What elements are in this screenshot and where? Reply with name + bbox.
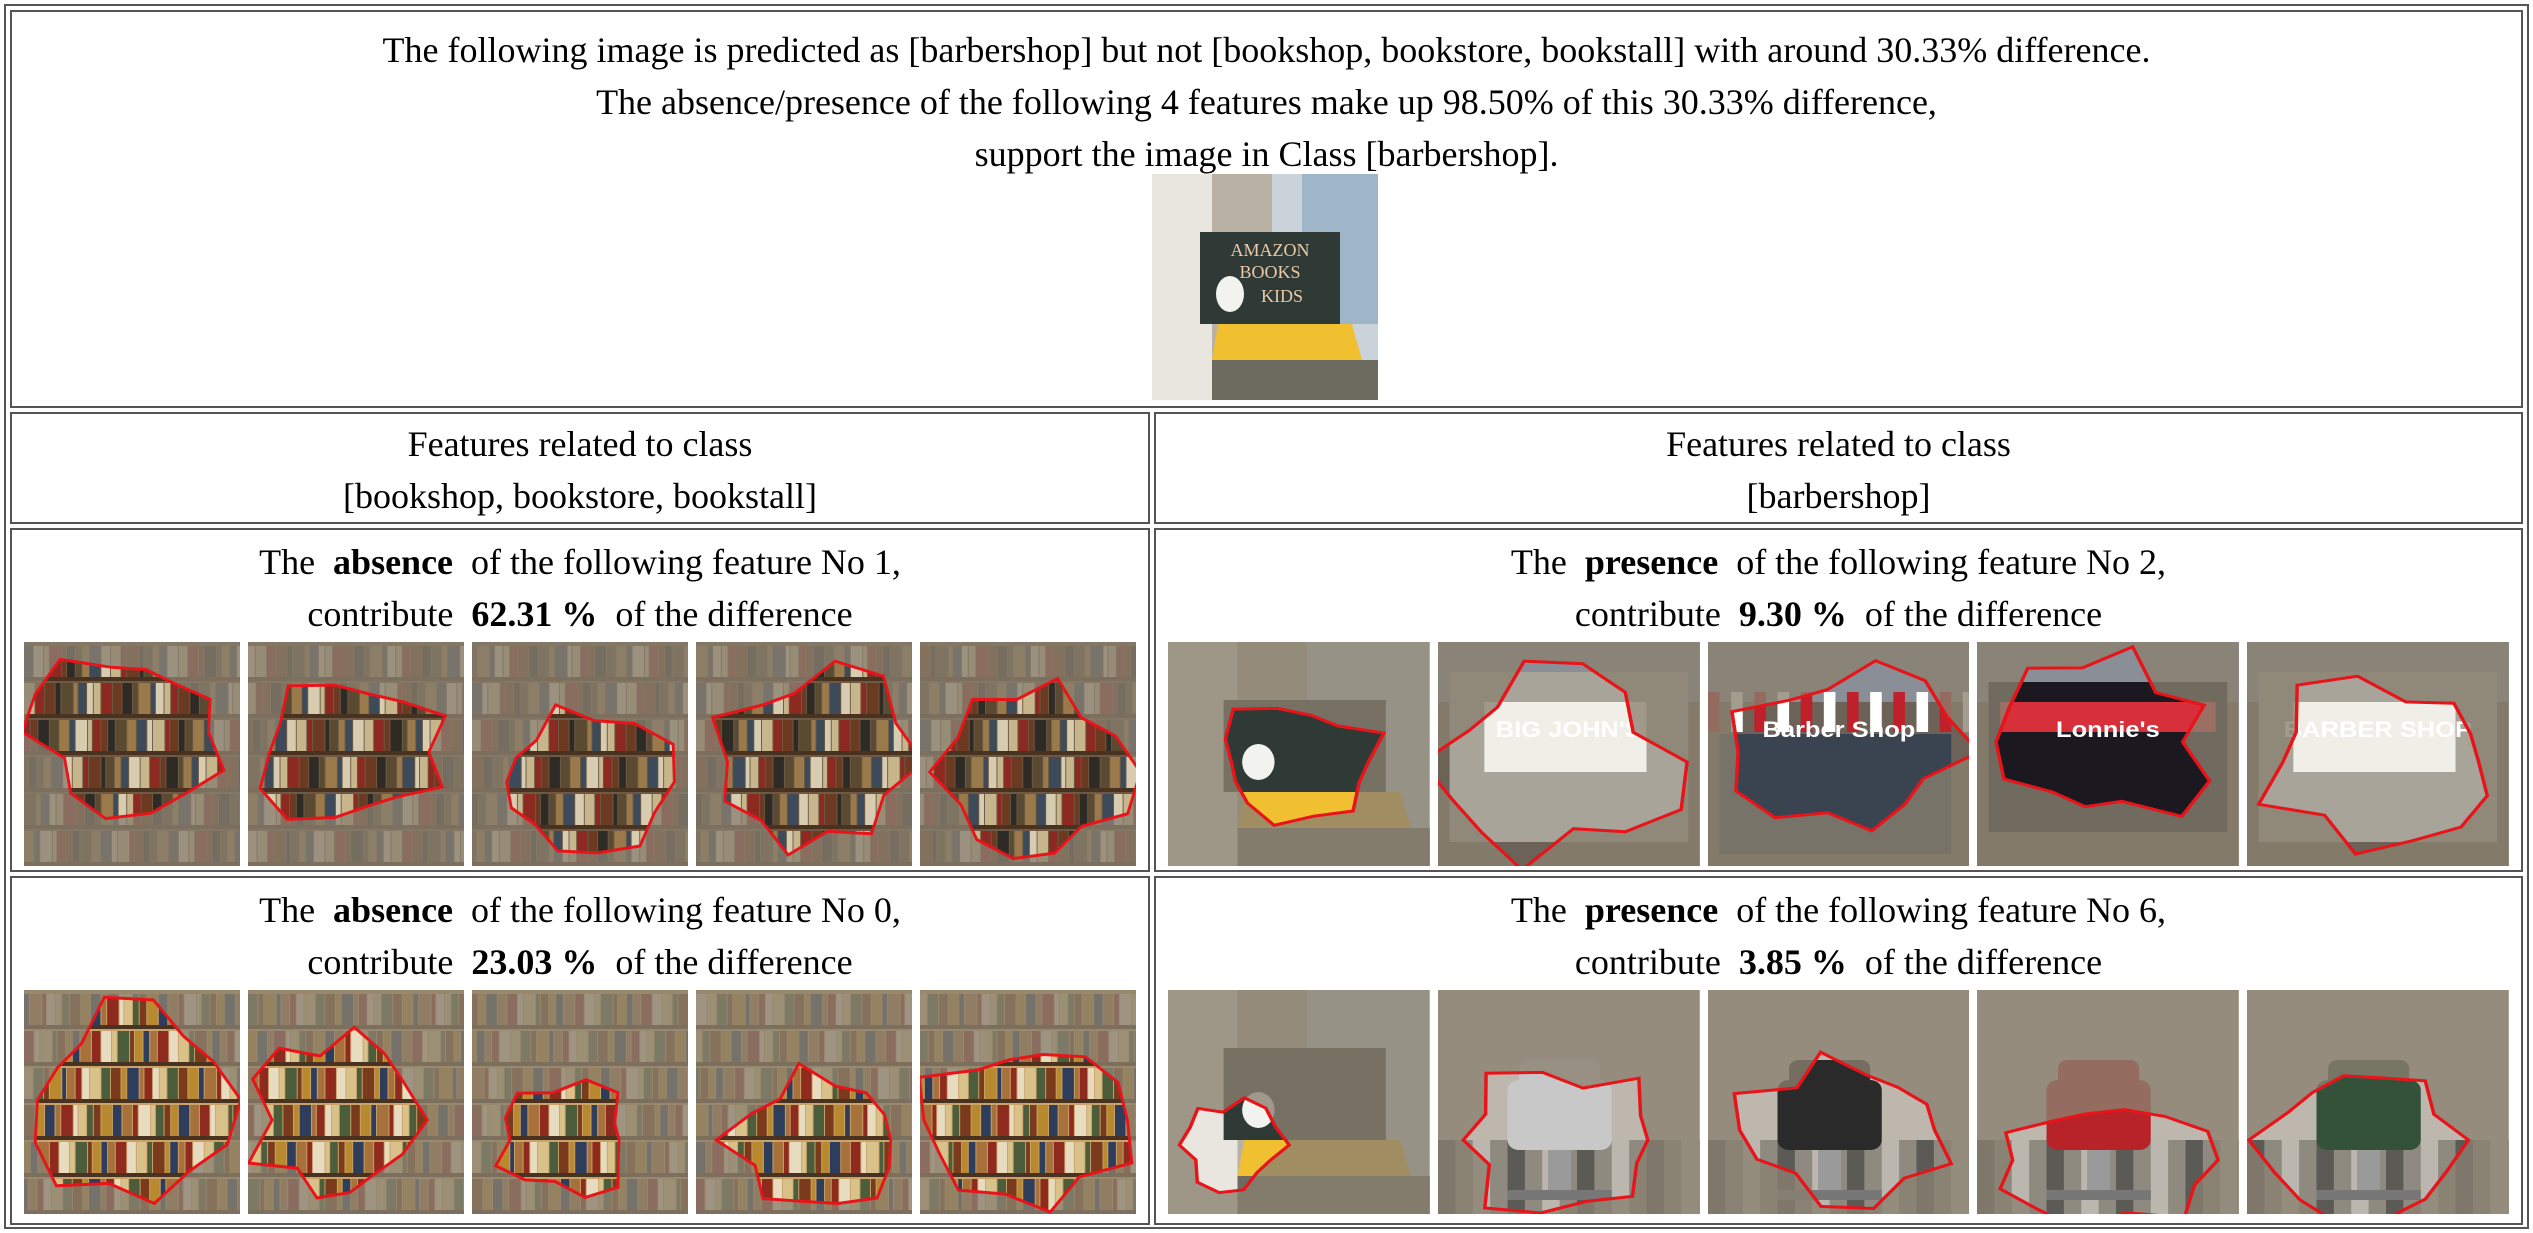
caption-feature-no: of the following feature No 2, (1718, 542, 2167, 582)
feature-caption-line-2: contribute 23.03 % of the difference (12, 936, 1148, 988)
feature-patch-image (696, 990, 912, 1214)
caption-suffix: of the difference (1846, 942, 2103, 982)
feature-patch-image (472, 642, 688, 866)
caption-feature-no: of the following feature No 0, (453, 890, 901, 930)
feature-patch-image (1437, 990, 1700, 1214)
caption-prefix: The (1510, 890, 1585, 930)
feature-patch-image (1168, 642, 1430, 866)
feature-caption-line-2: contribute 9.30 % of the difference (1156, 588, 2521, 640)
feature-patch-image (920, 642, 1136, 866)
feature-image-strip (1168, 990, 2509, 1214)
contribution-percent: 3.85 % (1738, 942, 1847, 982)
right-header-line-1: Features related to class (1666, 424, 2011, 464)
caption-suffix: of the difference (1846, 594, 2103, 634)
feature-patch-image (1707, 990, 1970, 1214)
caption-contribute: contribute (307, 594, 472, 634)
caption-suffix: of the difference (597, 942, 853, 982)
caption-prefix: The (259, 890, 334, 930)
caption-contribute: contribute (307, 942, 472, 982)
caption-suffix: of the difference (597, 594, 853, 634)
contribution-percent: 62.31 % (471, 594, 598, 634)
feature-cell-barbershop-1: The presence of the following feature No… (1154, 528, 2523, 872)
feature-caption-line-1: The absence of the following feature No … (12, 536, 1148, 588)
left-header-line-2: [bookshop, bookstore, bookstall] (343, 476, 817, 516)
caption-feature-no: of the following feature No 1, (453, 542, 901, 582)
feature-patch-image: Barber Shop (1707, 642, 1970, 866)
feature-patch-image (920, 990, 1136, 1214)
caption-contribute: contribute (1574, 594, 1739, 634)
query-image: AMAZON BOOKS KIDS (1152, 174, 1378, 400)
feature-patch-image (2247, 990, 2509, 1214)
feature-caption-line-1: The presence of the following feature No… (1156, 536, 2521, 588)
feature-caption-line-1: The absence of the following feature No … (12, 884, 1148, 936)
feature-image-strip (24, 990, 1136, 1214)
feature-patch-image (696, 642, 912, 866)
feature-patch-image (1168, 990, 1430, 1214)
query-sign-l1: AMAZON (1231, 240, 1310, 260)
feature-patch-image (24, 990, 240, 1214)
feature-kind: absence (333, 542, 454, 582)
header-line-3: support the image in Class [barbershop]. (974, 134, 1559, 174)
feature-kind: absence (333, 890, 454, 930)
caption-prefix: The (1510, 542, 1585, 582)
feature-image-strip (24, 642, 1136, 866)
right-header-line-2: [barbershop] (1746, 476, 1931, 516)
feature-cell-bookshop-2: The absence of the following feature No … (10, 876, 1150, 1225)
feature-cell-bookshop-1: The absence of the following feature No … (10, 528, 1150, 872)
feature-caption-line-2: contribute 62.31 % of the difference (12, 588, 1148, 640)
caption-contribute: contribute (1574, 942, 1739, 982)
feature-patch-image (248, 642, 464, 866)
explanation-table (4, 4, 2529, 1229)
feature-patch-image (24, 642, 240, 866)
header-line-2: The absence/presence of the following 4 … (596, 82, 1937, 122)
feature-patch-image: BIG JOHN'S (1437, 642, 1700, 866)
right-column-header: Features related to class [barbershop] (1154, 412, 2523, 524)
feature-caption-line-2: contribute 3.85 % of the difference (1156, 936, 2521, 988)
query-sign-l3: KIDS (1261, 286, 1303, 306)
feature-patch-image: BARBER SHOP (2247, 642, 2509, 866)
contribution-percent: 23.03 % (471, 942, 598, 982)
left-header-line-1: Features related to class (407, 424, 753, 464)
header-line-1: The following image is predicted as [bar… (382, 30, 2151, 70)
feature-image-strip: BIG JOHN'SBarber ShopLonnie'sBARBER SHOP (1168, 642, 2509, 866)
query-sign-l2: BOOKS (1239, 262, 1300, 282)
header-cell: The following image is predicted as [bar… (10, 10, 2523, 408)
feature-caption-line-1: The presence of the following feature No… (1156, 884, 2521, 936)
contribution-percent: 9.30 % (1738, 594, 1847, 634)
feature-patch-image (248, 990, 464, 1214)
feature-patch-image: Lonnie's (1977, 642, 2240, 866)
caption-feature-no: of the following feature No 6, (1718, 890, 2167, 930)
feature-patch-image (1977, 990, 2240, 1214)
feature-cell-barbershop-2: The presence of the following feature No… (1154, 876, 2523, 1225)
feature-kind: presence (1584, 542, 1719, 582)
left-column-header: Features related to class [bookshop, boo… (10, 412, 1150, 524)
feature-patch-image (472, 990, 688, 1214)
caption-prefix: The (259, 542, 334, 582)
feature-kind: presence (1584, 890, 1719, 930)
